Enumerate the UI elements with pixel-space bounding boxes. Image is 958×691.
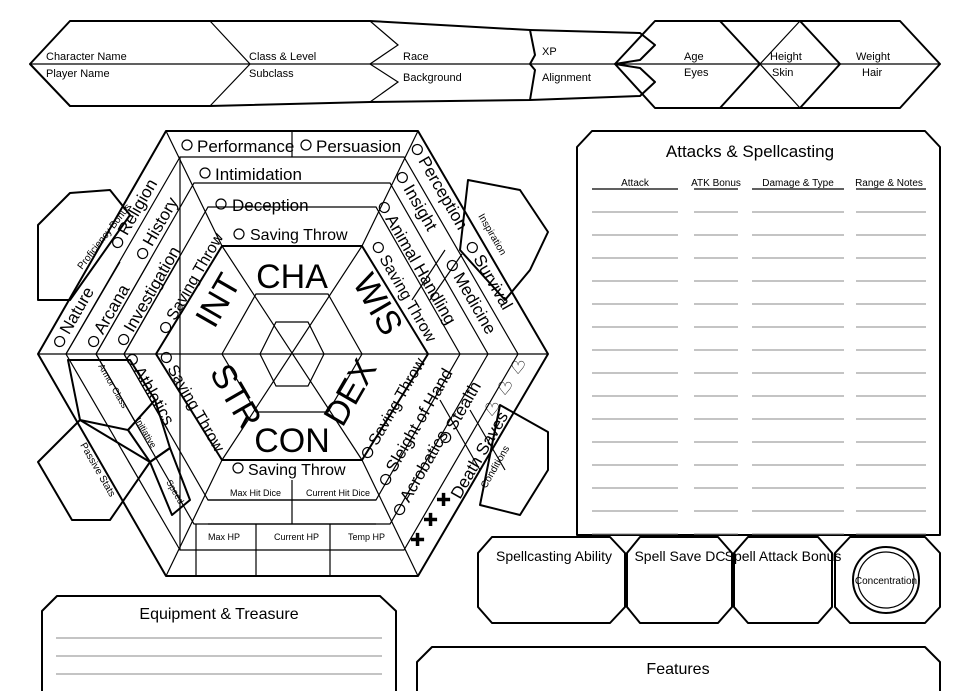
current-hit-dice-label: Current Hit Dice (306, 488, 370, 498)
skill-intimidation[interactable]: Intimidation (199, 165, 302, 184)
header-band: Character Name Player Name Class & Level… (29, 20, 941, 109)
equipment-panel: Equipment & Treasure (41, 595, 397, 691)
hair-label: Hair (862, 67, 883, 79)
height-label: Height (770, 51, 802, 63)
skin-label: Skin (772, 67, 793, 79)
svg-text:✚: ✚ (410, 530, 425, 550)
passive-stats-box[interactable] (37, 419, 151, 521)
spell-stats: Spellcasting Ability Spell Save DC Spell… (477, 536, 941, 624)
cha-saving-throw[interactable]: Saving Throw (233, 227, 348, 244)
temp-hp-label: Temp HP (348, 532, 385, 542)
cha-label: CHA (256, 258, 328, 296)
range-col-header: Range & Notes (855, 178, 923, 189)
damage-col-header: Damage & Type (762, 178, 834, 189)
cross-icon[interactable]: ✚ (410, 530, 425, 550)
attacks-title: Attacks & Spellcasting (666, 142, 834, 161)
svg-text:Saving Throw: Saving Throw (250, 227, 348, 244)
proficiency-bonus-box[interactable] (37, 189, 131, 301)
character-name-label: Character Name (46, 51, 127, 63)
current-hp-label: Current HP (274, 532, 319, 542)
svg-text:Deception: Deception (232, 196, 309, 215)
max-hit-dice-label: Max Hit Dice (230, 488, 281, 498)
svg-text:Spell Attack Bonus: Spell Attack Bonus (725, 548, 842, 564)
attacks-panel: Attacks & Spellcasting Attack ATK Bonus … (576, 130, 941, 536)
max-hp-label: Max HP (208, 532, 240, 542)
svg-text:Saving Throw: Saving Throw (248, 462, 346, 479)
equipment-title: Equipment & Treasure (139, 606, 298, 623)
features-panel: Features (416, 646, 941, 691)
spell-attack-bonus-box[interactable] (733, 536, 833, 624)
svg-text:Intimidation: Intimidation (215, 165, 302, 184)
class-level-label: Class & Level (249, 51, 316, 63)
concentration-box[interactable] (834, 536, 941, 624)
skill-persuasion[interactable]: Persuasion (300, 137, 401, 156)
attack-col-header: Attack (621, 178, 650, 189)
attack-rows[interactable] (592, 188, 926, 535)
race-label: Race (403, 51, 429, 63)
cross-icon[interactable]: ✚ (423, 510, 438, 530)
svg-text:♡: ♡ (484, 400, 500, 420)
cross-icon[interactable]: ✚ (436, 490, 451, 510)
con-saving-throw[interactable]: Saving Throw (232, 462, 346, 479)
svg-text:♡: ♡ (510, 358, 526, 378)
conditions-box[interactable] (479, 404, 549, 516)
alignment-label: Alignment (542, 72, 591, 84)
spell-save-dc-box[interactable] (626, 536, 733, 624)
subclass-label: Subclass (249, 68, 294, 80)
ability-hexagon: Max Hit Dice Current Hit Dice Max HP Cur… (37, 130, 549, 577)
xp-label: XP (542, 46, 557, 58)
svg-text:Performance: Performance (197, 137, 294, 156)
inspiration-box[interactable] (459, 179, 549, 301)
age-label: Age (684, 51, 704, 63)
dex-label: DEX (317, 353, 385, 433)
eyes-label: Eyes (684, 67, 709, 79)
background-label: Background (403, 72, 462, 84)
concentration-label: Concentration (855, 576, 917, 587)
skill-deception[interactable]: Deception (215, 196, 309, 215)
heart-icon[interactable]: ♡ (510, 358, 526, 378)
weight-label: Weight (856, 51, 890, 63)
con-label: CON (254, 422, 330, 460)
heart-icon[interactable]: ♡ (484, 400, 500, 420)
player-name-label: Player Name (46, 68, 110, 80)
skill-performance[interactable]: Performance (181, 137, 294, 156)
passive-stats-label: Passive Stats (77, 441, 117, 499)
atk-bonus-col-header: ATK Bonus (691, 178, 741, 189)
svg-text:Spell Save DC: Spell Save DC (634, 548, 725, 564)
speed-box[interactable] (149, 447, 191, 516)
svg-text:Persuasion: Persuasion (316, 137, 401, 156)
features-title: Features (646, 661, 709, 678)
svg-text:✚: ✚ (436, 490, 451, 510)
heart-icon[interactable]: ♡ (497, 379, 513, 399)
svg-text:♡: ♡ (497, 379, 513, 399)
svg-text:✚: ✚ (423, 510, 438, 530)
svg-text:Spellcasting Ability: Spellcasting Ability (496, 548, 612, 564)
spellcasting-ability-box[interactable] (477, 536, 626, 624)
inspiration-label: Inspiration (475, 212, 508, 257)
